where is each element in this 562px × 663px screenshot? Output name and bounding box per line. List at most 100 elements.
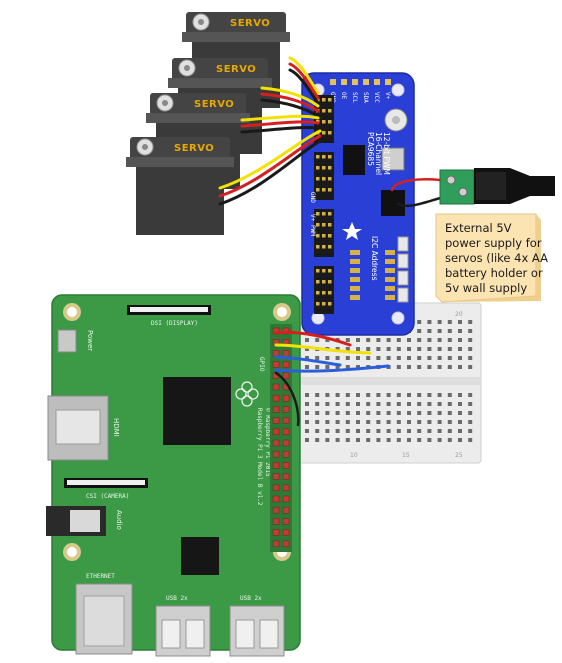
breadboard-number-20: 20 — [455, 311, 463, 318]
breadboard-hole — [417, 411, 422, 415]
breadboard-center-channel — [298, 377, 481, 385]
breadboard-hole — [386, 402, 391, 406]
gpio-pin — [282, 462, 290, 469]
gpio-pin — [282, 518, 290, 525]
hdmi-label: HDMI — [112, 418, 120, 437]
breadboard-hole — [427, 420, 432, 424]
breadboard-hole — [458, 347, 462, 351]
breadboard-hole — [366, 338, 371, 342]
servo-header-block — [314, 266, 334, 314]
servo-header-pin — [328, 234, 332, 238]
side-header — [397, 253, 409, 269]
breadboard-hole — [437, 365, 442, 369]
breadboard-hole — [315, 365, 320, 369]
servo-header-pin — [328, 188, 332, 192]
breadboard-hole — [468, 393, 473, 397]
breadboard-hole — [468, 329, 473, 333]
breadboard-hole — [366, 411, 371, 415]
breadboard-hole — [458, 356, 462, 360]
breadboard-hole — [396, 393, 401, 397]
gpio-label: GPIO — [258, 357, 265, 372]
breadboard-hole — [407, 347, 411, 351]
servo-header-pin — [328, 245, 332, 249]
servo-header-pin — [316, 223, 320, 227]
breadboard-hole — [427, 356, 432, 360]
breadboard-hole — [427, 429, 432, 433]
servo-header-pin — [328, 120, 332, 124]
breadboard-hole — [325, 438, 330, 442]
servo-label: SERVO — [174, 143, 214, 154]
breadboard-hole — [437, 429, 442, 433]
gpio-pin — [272, 383, 280, 391]
servo-flange — [126, 157, 234, 167]
servo-flange — [168, 78, 272, 88]
breadboard-hole — [305, 338, 309, 342]
breadboard-hole — [356, 365, 360, 369]
breadboard-hole — [315, 420, 320, 424]
breadboard-hole — [437, 356, 442, 360]
servo-top — [150, 93, 246, 117]
breadboard-hole — [315, 411, 320, 415]
breadboard-hole — [325, 402, 330, 406]
breadboard-hole — [356, 347, 360, 351]
breadboard-hole — [325, 429, 330, 433]
breadboard-hole — [305, 402, 309, 406]
servo-header-pin — [322, 98, 326, 102]
breadboard-hole — [366, 420, 371, 424]
servo-header-pin — [316, 269, 320, 273]
servo-header-block — [314, 209, 334, 257]
breadboard-hole — [376, 347, 381, 351]
breadboard-hole — [447, 393, 452, 397]
address-jumper-pad — [385, 286, 395, 291]
gpio-pin — [282, 506, 290, 514]
breadboard-hole — [376, 356, 381, 360]
servo-header-pin — [322, 269, 326, 273]
address-jumper-pad — [350, 250, 360, 255]
servo-header-pin — [322, 131, 326, 135]
breadboard-hole — [366, 402, 371, 406]
note-line-3: servos (like 4x AA — [445, 251, 548, 265]
gpio-pin — [282, 417, 290, 424]
breadboard-hole — [396, 356, 401, 360]
address-jumper-pad — [350, 286, 360, 291]
dc-power-jack — [439, 168, 555, 205]
breadboard-hole — [345, 438, 350, 442]
gpio-header — [270, 324, 292, 552]
breadboard-hole — [356, 420, 360, 424]
gpio-pin — [272, 428, 280, 436]
breadboard-hole — [386, 347, 391, 351]
servo-header-pin — [322, 120, 326, 124]
breadboard-hole — [417, 402, 422, 406]
pca9685-chip — [343, 145, 365, 175]
breadboard-hole — [427, 338, 432, 342]
breadboard-hole — [458, 393, 462, 397]
pwm-pin-label: SDA — [362, 92, 369, 103]
servo-top — [130, 137, 230, 163]
servo-flange — [182, 32, 290, 42]
breadboard-hole — [345, 356, 350, 360]
servo-header-pin — [316, 98, 320, 102]
breadboard-hole — [325, 393, 330, 397]
breadboard-hole — [437, 338, 442, 342]
breadboard-hole — [447, 320, 452, 324]
breadboard-hole — [447, 402, 452, 406]
breadboard-hole — [315, 438, 320, 442]
breadboard-hole — [437, 402, 442, 406]
servo-4: SERVO — [126, 137, 234, 235]
chip-label: PCA9685 — [366, 132, 375, 166]
breadboard-hole — [407, 393, 411, 397]
breadboard-hole — [356, 438, 360, 442]
breadboard-hole — [396, 411, 401, 415]
address-jumper-pad — [350, 295, 360, 300]
breadboard-hole — [407, 356, 411, 360]
breadboard-hole — [437, 420, 442, 424]
servo-header-pin — [316, 234, 320, 238]
servo-header-pin — [328, 131, 332, 135]
breadboard-hole — [427, 393, 432, 397]
side-header — [397, 287, 409, 303]
breadboard-hole — [305, 356, 309, 360]
breadboard-hole — [386, 420, 391, 424]
servo-header-pin — [322, 212, 326, 216]
pwm-driver-board: GNDOESCLSDAVCCV+ PCA9685 16-Channel 12-b… — [301, 72, 415, 336]
